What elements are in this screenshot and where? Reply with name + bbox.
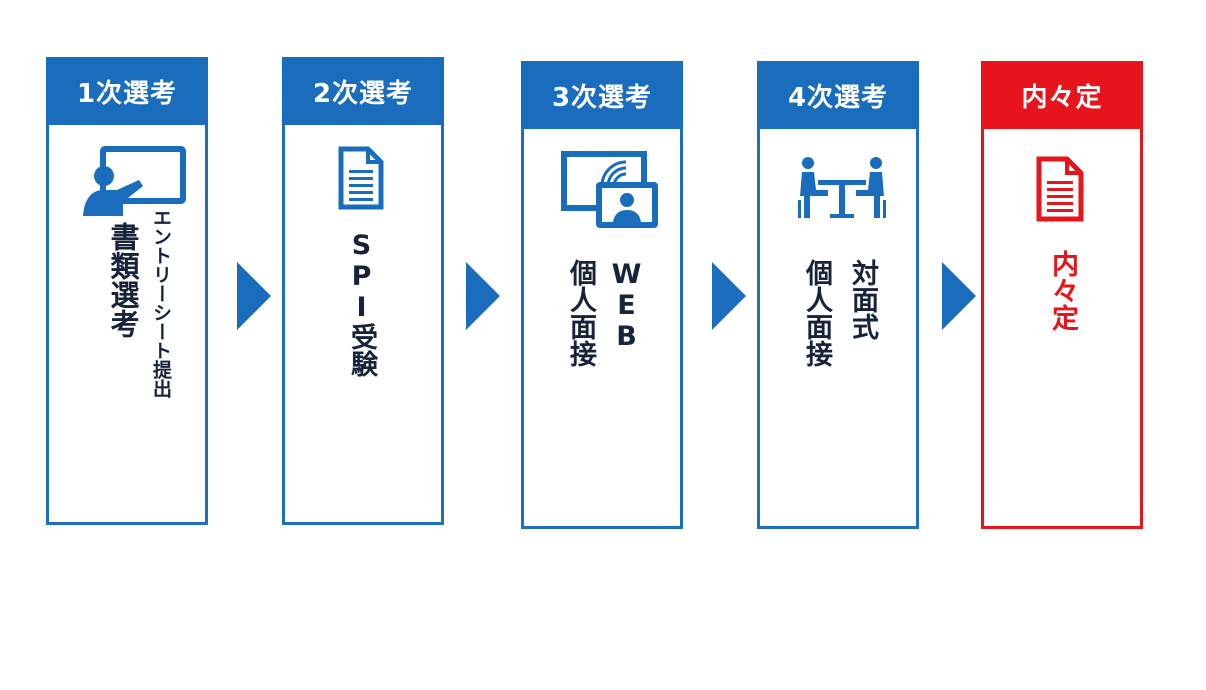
step-3-header: 3次選考 bbox=[521, 61, 683, 129]
presentation-icon bbox=[83, 146, 186, 216]
step-4-card: 4次選考 対面式 個人面接 bbox=[757, 61, 919, 529]
step-final-header: 内々定 bbox=[981, 61, 1143, 129]
arrow-2-icon bbox=[466, 262, 500, 330]
step-2-header: 2次選考 bbox=[282, 57, 444, 125]
step-4-col1-text: 対面式 bbox=[847, 259, 878, 340]
arrow-3-icon bbox=[712, 262, 746, 330]
step-4-col2-text: 個人面接 bbox=[801, 259, 832, 367]
interview-table-icon bbox=[798, 157, 886, 218]
step-3-card: 3次選考 WEB 個人面接 bbox=[521, 61, 683, 529]
step-3-col1-text: WEB bbox=[611, 259, 642, 352]
step-1-header: 1次選考 bbox=[46, 57, 208, 125]
document-icon bbox=[1036, 156, 1084, 222]
web-meeting-icon bbox=[561, 151, 658, 228]
step-3-col2-text: 個人面接 bbox=[565, 259, 596, 367]
step-2-card: 2次選考 SPI受験 bbox=[282, 57, 444, 525]
arrow-1-icon bbox=[237, 262, 271, 330]
step-4-header: 4次選考 bbox=[757, 61, 919, 129]
step-final-card: 内々定 内々定 bbox=[981, 61, 1143, 529]
step-1-main-text: 書類選考 bbox=[106, 222, 140, 338]
arrow-4-icon bbox=[942, 262, 976, 330]
step-1-sub-text: エントリーシート提出 bbox=[150, 208, 172, 398]
step-2-main-text: SPI受験 bbox=[346, 230, 377, 377]
step-final-main-text: 内々定 bbox=[1047, 250, 1078, 331]
step-1-card: 1次選考 書類選考 エントリーシート提出 bbox=[46, 57, 208, 525]
document-icon bbox=[338, 146, 384, 210]
